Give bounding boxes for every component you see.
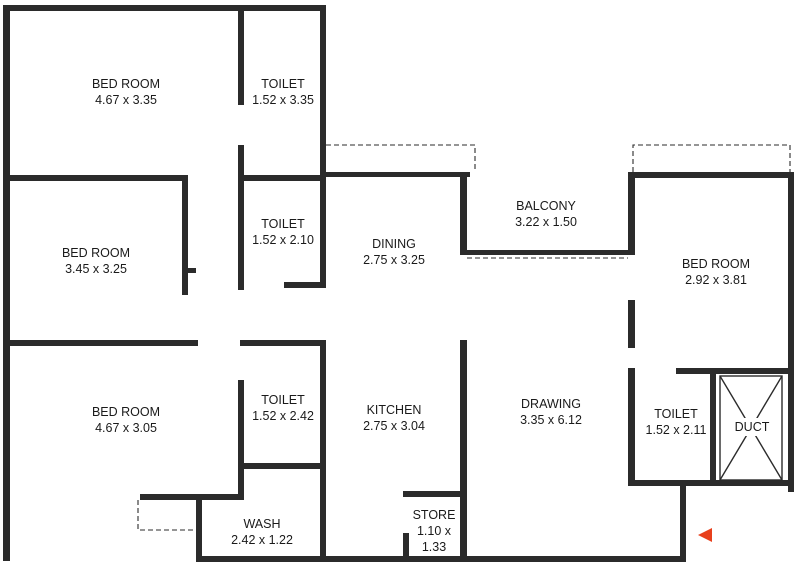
room-bedroom-1-name: BED ROOM (92, 77, 160, 91)
room-kitchen-size: 2.75 x 3.04 (363, 419, 425, 433)
room-store-size-2: 1.33 (422, 540, 446, 554)
room-toilet-4-size: 1.52 x 2.11 (646, 423, 707, 437)
room-toilet-4-name: TOILET (654, 407, 698, 421)
details (7, 7, 792, 531)
room-labels: BED ROOM 4.67 x 3.35 TOILET 1.52 x 3.35 … (62, 77, 772, 554)
entrance-arrow-icon (698, 528, 712, 542)
room-toilet-3-size: 1.52 x 2.42 (252, 409, 314, 423)
room-store-size: 1.10 x (417, 524, 452, 538)
room-balcony-size: 3.22 x 1.50 (515, 215, 577, 229)
room-toilet-2-size: 1.52 x 2.10 (252, 233, 314, 247)
room-bedroom-2-size: 3.45 x 3.25 (65, 262, 127, 276)
room-toilet-3-name: TOILET (261, 393, 305, 407)
room-bedroom-4-name: BED ROOM (92, 405, 160, 419)
room-kitchen-name: KITCHEN (367, 403, 422, 417)
room-drawing-name: DRAWING (521, 397, 581, 411)
room-toilet-1-size: 1.52 x 3.35 (252, 93, 314, 107)
room-bedroom-4-size: 4.67 x 3.05 (95, 421, 157, 435)
room-bedroom-1-size: 4.67 x 3.35 (95, 93, 157, 107)
room-toilet-1-name: TOILET (261, 77, 305, 91)
room-store-name: STORE (413, 508, 456, 522)
room-bedroom-3-size: 2.92 x 3.81 (685, 273, 747, 287)
room-dining-name: DINING (372, 237, 416, 251)
room-duct-name: DUCT (735, 420, 770, 434)
room-wash-size: 2.42 x 1.22 (231, 533, 293, 547)
room-drawing-size: 3.35 x 6.12 (520, 413, 582, 427)
room-wash-name: WASH (243, 517, 280, 531)
room-bedroom-3-name: BED ROOM (682, 257, 750, 271)
room-toilet-2-name: TOILET (261, 217, 305, 231)
room-bedroom-2-name: BED ROOM (62, 246, 130, 260)
room-dining-size: 2.75 x 3.25 (363, 253, 425, 267)
room-balcony-name: BALCONY (516, 199, 576, 213)
